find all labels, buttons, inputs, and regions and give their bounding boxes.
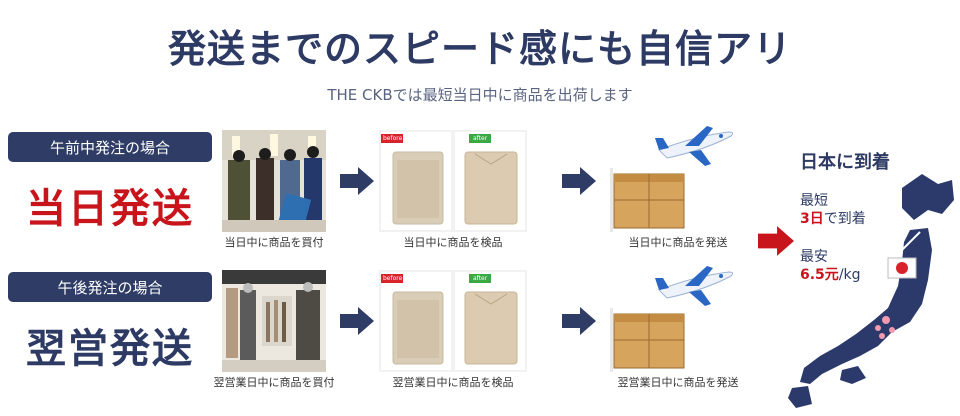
inspection-photo: before after [379,130,527,232]
fastest-delivery: 3日で到着 [800,208,866,228]
step-caption: 翌営業日中に商品を買付 [213,376,335,389]
cheapest-price: 6.5元/kg [800,264,861,284]
japan-map-icon [788,174,954,408]
before-tag: before [383,275,403,282]
label-same-day-shipping: 当日発送 [26,186,194,232]
fastest-label: 最短 [800,193,828,209]
arrow-right-icon [340,307,374,335]
cheapest-suffix: /kg [838,267,861,283]
arrow-right-icon [562,167,596,195]
step-caption: 当日中に商品を発送 [628,236,728,249]
before-tag: before [383,135,403,142]
arrow-right-icon [562,307,596,335]
japan-arrival-title: 日本に到着 [800,152,890,173]
badge-morning-order: 午前中発注の場合 [8,132,212,162]
arrow-right-icon [340,167,374,195]
airplane-icon [655,266,734,306]
page-title: 発送までのスピード感にも自信アリ [167,27,792,71]
inspection-photo: before after [379,270,527,372]
label-next-day-shipping: 翌営発送 [26,326,194,372]
clothing-store-photo [222,270,326,372]
after-tag: after [473,275,488,282]
airplane-icon [655,126,734,166]
step-caption: 当日中に商品を買付 [224,236,324,249]
cheapest-label: 最安 [800,249,828,265]
cheapest-value: 6.5元 [800,267,839,283]
fastest-suffix: で到着 [823,211,866,227]
cardboard-box-icon [610,308,685,372]
fastest-value: 3日 [800,211,824,227]
step-caption: 当日中に商品を検品 [403,236,503,249]
step-caption: 翌営業日中に商品を発送 [617,376,739,389]
after-tag: after [473,135,488,142]
cardboard-box-icon [610,168,685,232]
page-subtitle: THE CKBでは最短当日中に商品を出荷します [327,86,633,104]
clothing-store-photo [222,130,326,232]
arrow-right-red-icon [758,226,794,256]
step-caption: 翌営業日中に商品を検品 [392,376,514,389]
badge-afternoon-order: 午後発注の場合 [8,272,212,302]
